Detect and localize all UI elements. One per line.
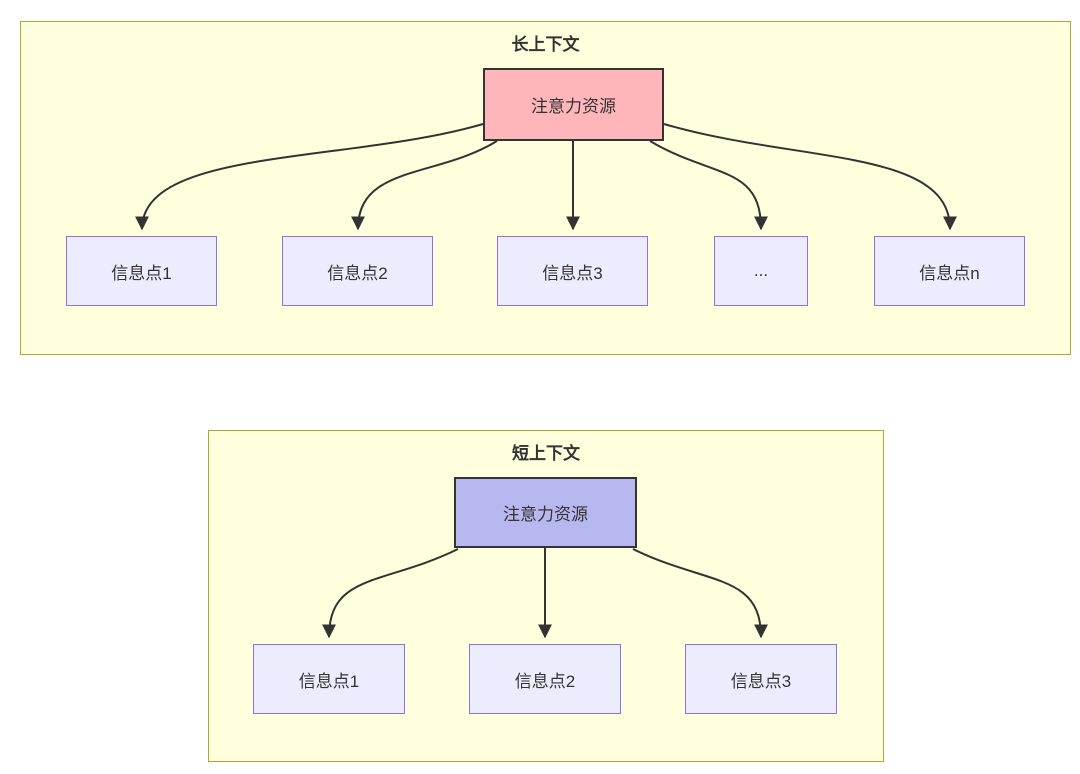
short-attention-box: 注意力资源 — [454, 477, 637, 548]
long-info-node-2: 信息点2 — [282, 236, 433, 306]
short-context-title: 短上下文 — [512, 444, 580, 463]
long-info-node-n: 信息点n — [874, 236, 1025, 306]
long-context-title: 长上下文 — [511, 35, 580, 54]
long-attention-box: 注意力资源 — [483, 68, 664, 141]
long-info-node-3: 信息点3 — [497, 236, 648, 306]
short-info-node-3: 信息点3 — [685, 644, 837, 714]
long-info-node-ellipsis: ... — [714, 236, 808, 306]
short-info-node-2: 信息点2 — [469, 644, 621, 714]
short-info-node-1: 信息点1 — [253, 644, 405, 714]
long-info-node-1: 信息点1 — [66, 236, 217, 306]
